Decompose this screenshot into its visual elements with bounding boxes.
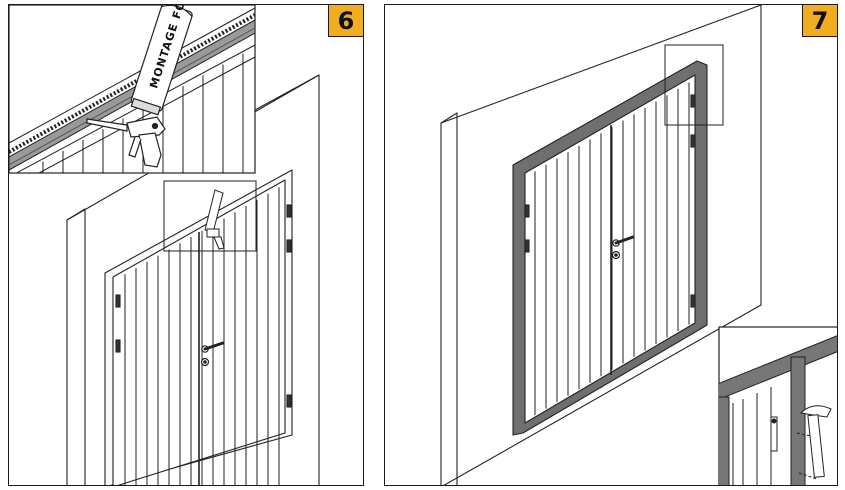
door-handle-icon: [200, 341, 225, 367]
door-planks: [534, 82, 690, 416]
door-planks: [124, 187, 280, 485]
step-badge-6: 6: [328, 5, 363, 37]
detail-highlight-box: [664, 44, 724, 126]
step-badge-7: 7: [802, 5, 837, 37]
foam-gun-icon-small: [204, 189, 225, 250]
zoom-inset: [718, 326, 837, 485]
step-7-illustration: [440, 5, 837, 485]
zoom-inset: MONTAGE FOAM: [9, 5, 256, 174]
hammer-icon: [799, 405, 832, 478]
step-6-panel: MONTAGE FOAM 6: [8, 4, 364, 486]
door-handle-icon: [611, 235, 635, 260]
step-7-panel: 7: [384, 4, 838, 486]
step-6-illustration: MONTAGE FOAM: [9, 5, 320, 485]
detail-highlight-box: [163, 180, 257, 252]
